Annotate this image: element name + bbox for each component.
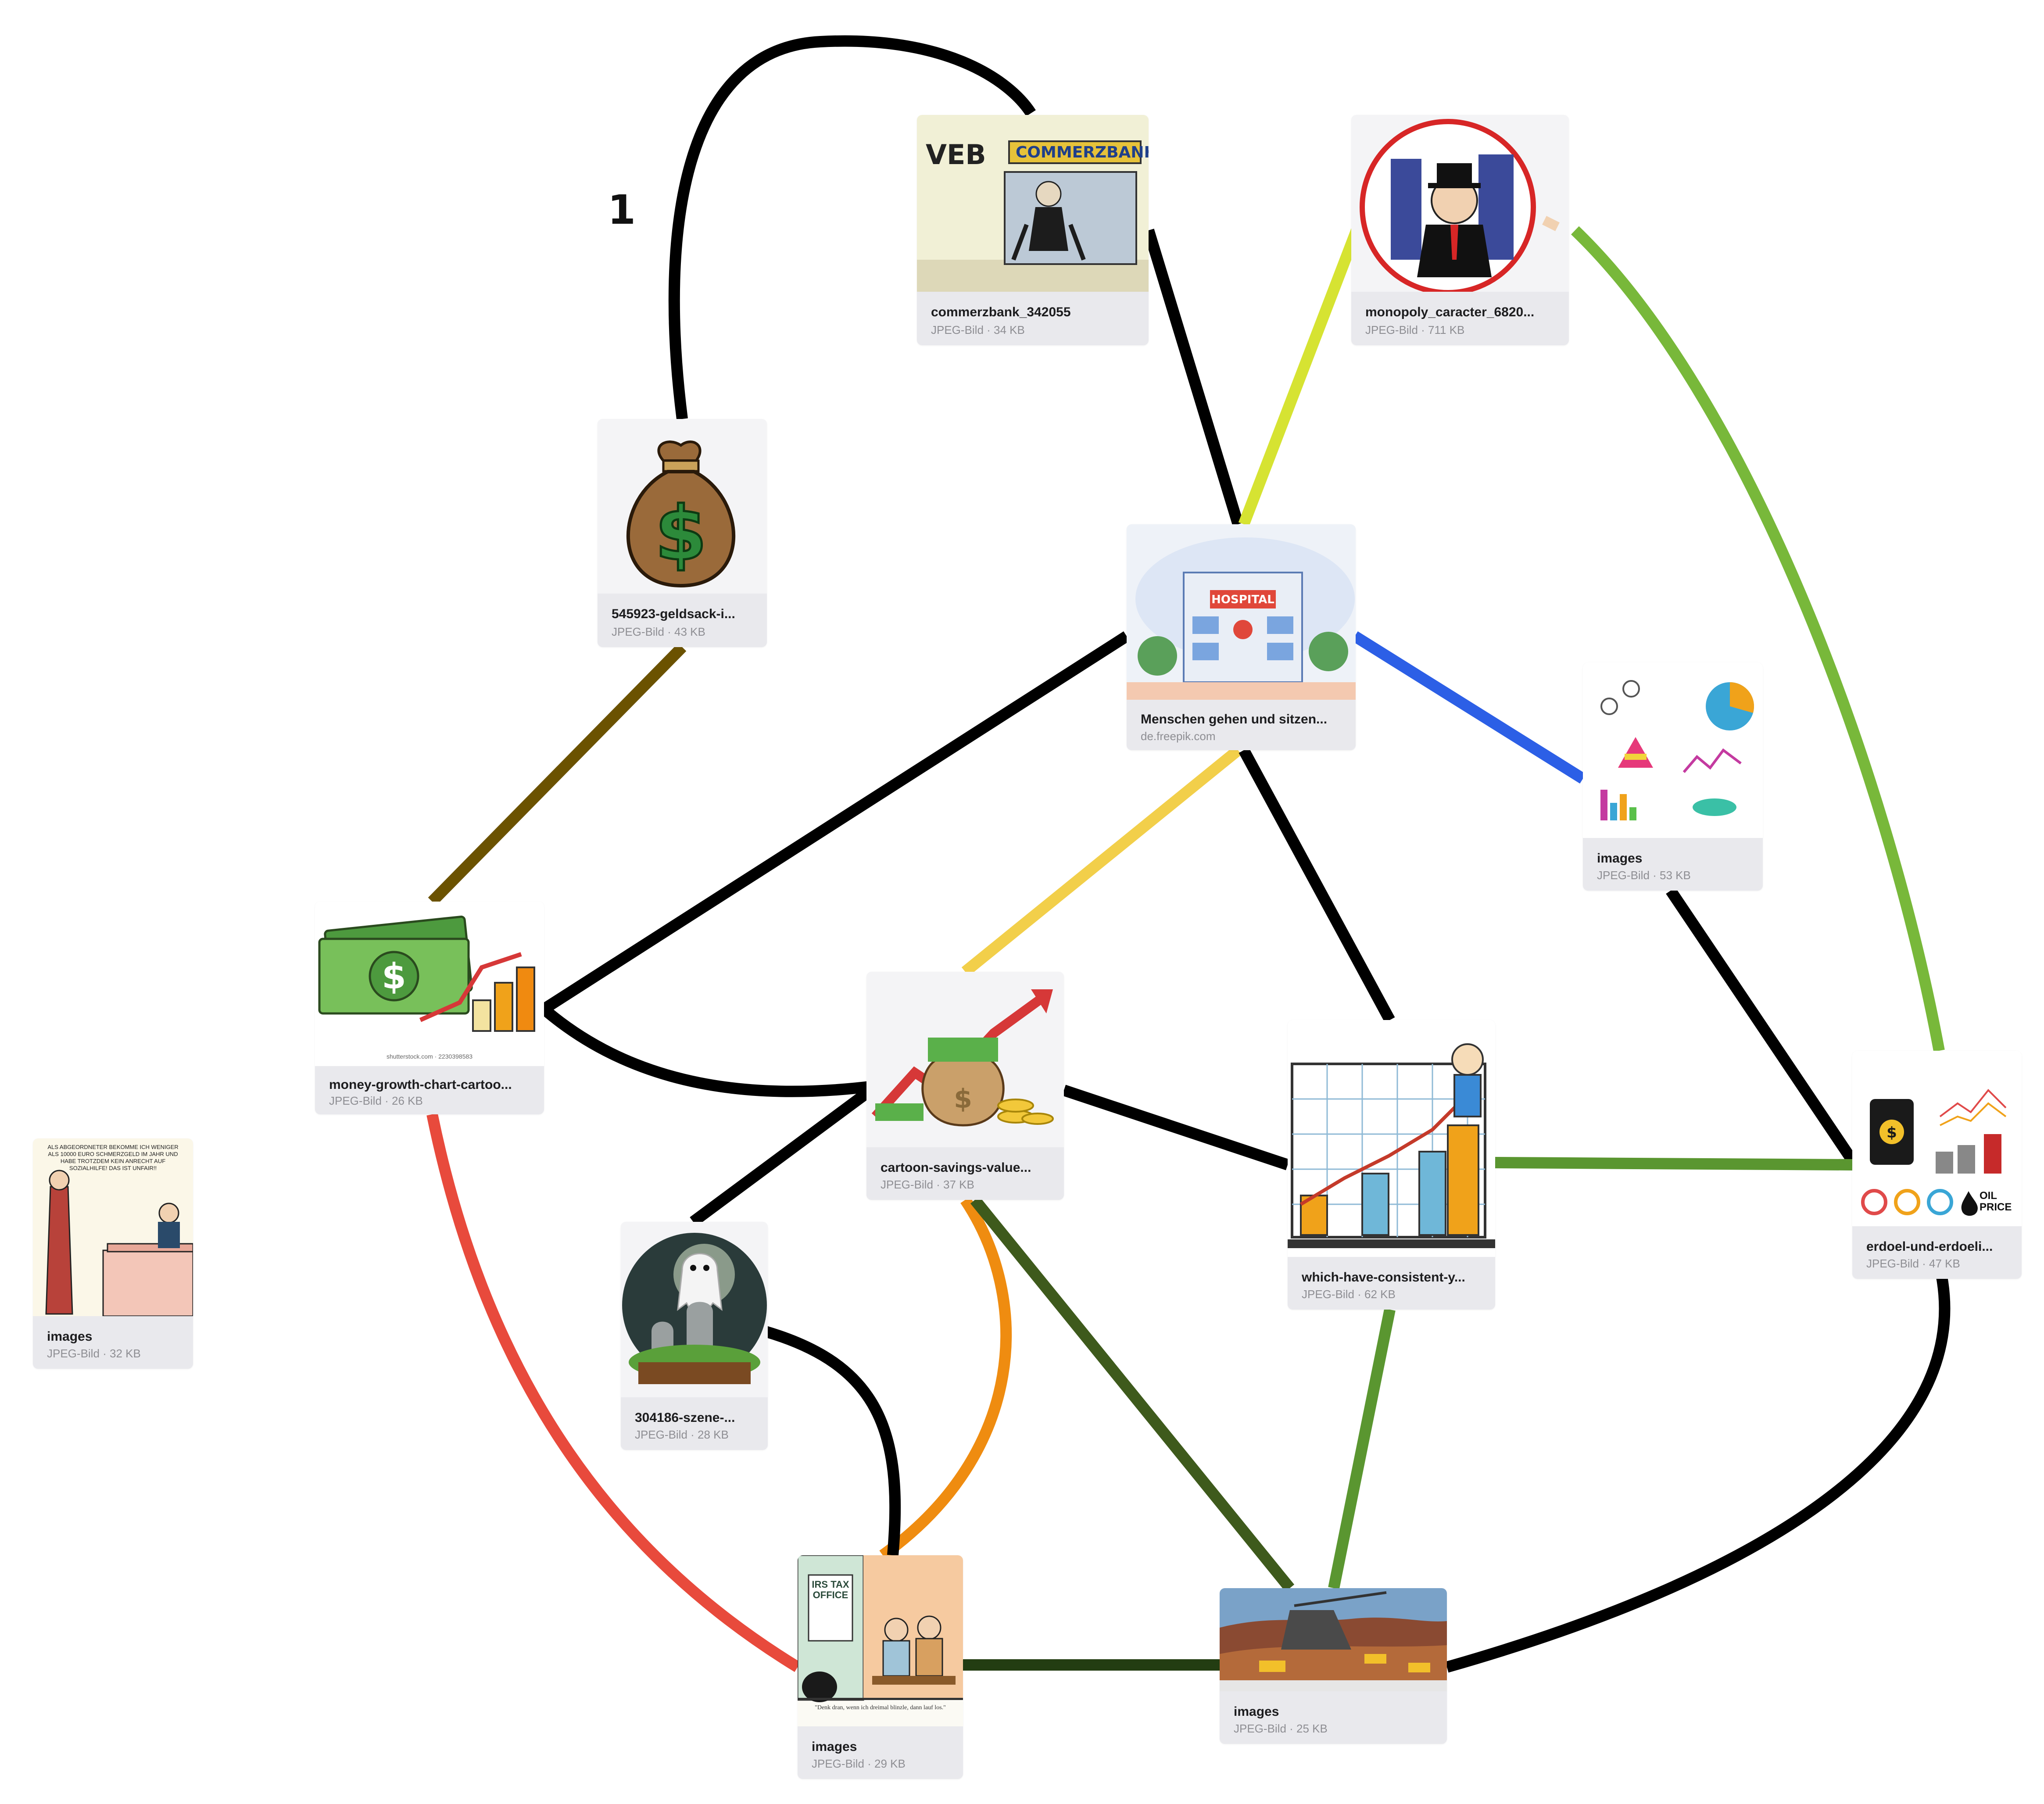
edge-charts-oil[interactable] <box>1666 887 1857 1164</box>
edge-money-growth-savings[interactable] <box>540 1005 877 1097</box>
svg-text:VEB: VEB <box>926 139 986 171</box>
irs-cartoon-icon: IRS TAX OFFICE "Denk dran, wenn ich drei… <box>798 1555 963 1726</box>
card-meta: JPEG-Bild · 53 KB <box>1597 869 1691 882</box>
thumb-text: ALS ABGEORDNETER BEKOMME ICH WENIGER ALS… <box>47 1144 179 1171</box>
image-card-geldsack[interactable]: $ 545923-geldsack-i... JPEG-Bild · 43 KB <box>598 419 767 647</box>
card-title: commerzbank_342055 <box>931 305 1071 319</box>
hospital-icon: HOSPITAL <box>1127 524 1356 700</box>
money-growth-icon: $ shutterstock.com · 2230398583 <box>315 902 544 1066</box>
card-meta: JPEG-Bild · 62 KB <box>1302 1288 1396 1301</box>
image-card-hospital[interactable]: HOSPITAL Menschen gehen und sitzen... de… <box>1127 524 1356 750</box>
card-meta: JPEG-Bild · 32 KB <box>47 1347 141 1360</box>
card-title: monopoly_caracter_6820... <box>1365 305 1535 319</box>
image-card-ghost[interactable]: 304186-szene-... JPEG-Bild · 28 KB <box>621 1222 768 1450</box>
edge-hospital-money-growth[interactable] <box>541 631 1130 1014</box>
card-meta: JPEG-Bild · 47 KB <box>1866 1257 1960 1270</box>
monopoly-man-icon <box>1351 115 1569 292</box>
svg-text:$: $ <box>1886 1124 1897 1142</box>
card-meta: JPEG-Bild · 34 KB <box>931 323 1025 336</box>
edge-monopoly-hospital[interactable] <box>1238 228 1362 526</box>
thumb-text: OIL PRICE <box>1980 1190 2012 1213</box>
canvas-marker: 1 <box>608 186 636 233</box>
card-meta: de.freepik.com <box>1141 730 1216 743</box>
edge-hospital-charts[interactable] <box>1352 631 1586 784</box>
image-card-consistent[interactable]: which-have-consistent-y... JPEG-Bild · 6… <box>1288 1020 1495 1310</box>
edge-savings-ghost[interactable] <box>690 1081 880 1227</box>
card-title: erdoel-und-erdoeli... <box>1866 1239 1993 1254</box>
thumb-caption: "Denk dran, wenn ich dreimal blinzle, da… <box>815 1704 946 1711</box>
thumb-text: IRS TAX OFFICE <box>812 1579 849 1600</box>
edge-hospital-consistent[interactable] <box>1239 747 1395 1023</box>
card-meta: JPEG-Bild · 711 KB <box>1365 323 1465 336</box>
edge-geldsack-money-growth[interactable] <box>428 643 687 906</box>
card-title: cartoon-savings-value... <box>881 1160 1031 1175</box>
mining-site-icon <box>1220 1588 1447 1691</box>
svg-text:HOSPITAL: HOSPITAL <box>1211 593 1274 606</box>
edge-savings-irs[interactable] <box>879 1196 1012 1560</box>
image-card-cartoon-left[interactable]: ALS ABGEORDNETER BEKOMME ICH WENIGER ALS… <box>33 1138 193 1369</box>
oil-price-icon: $ OIL PRICE <box>1852 1051 2022 1226</box>
edge-hospital-savings[interactable] <box>961 745 1242 977</box>
card-title: money-growth-chart-cartoo... <box>329 1077 512 1092</box>
edge-savings-consistent[interactable] <box>1062 1085 1290 1170</box>
edge-mining-oil[interactable] <box>1445 1273 1951 1673</box>
card-meta: JPEG-Bild · 26 KB <box>329 1094 423 1107</box>
edge-geldsack-commerzbank[interactable] <box>668 35 1036 420</box>
card-title: 304186-szene-... <box>635 1410 735 1425</box>
bank-cartoon-icon: COMMERZBANK VEB <box>917 115 1149 292</box>
image-card-monopoly[interactable]: monopoly_caracter_6820... JPEG-Bild · 71… <box>1351 115 1569 345</box>
infographic-icon <box>1583 662 1763 838</box>
money-bag-icon: $ <box>598 419 767 594</box>
edge-ghost-irs[interactable] <box>764 1326 901 1556</box>
office-cartoon-icon: ALS ABGEORDNETER BEKOMME ICH WENIGER ALS… <box>33 1138 193 1316</box>
edge-consistent-mining[interactable] <box>1328 1308 1396 1589</box>
card-title: images <box>1234 1704 1279 1719</box>
card-title: which-have-consistent-y... <box>1302 1270 1465 1285</box>
svg-text:$: $ <box>382 956 406 997</box>
svg-text:$: $ <box>954 1084 972 1114</box>
ghost-graveyard-icon <box>621 1222 768 1397</box>
image-card-savings[interactable]: $ cartoon-savings-value... JPEG-Bild · 3… <box>866 972 1064 1200</box>
card-title: 545923-geldsack-i... <box>612 607 735 621</box>
card-title: Menschen gehen und sitzen... <box>1141 712 1328 727</box>
card-meta: JPEG-Bild · 28 KB <box>635 1428 729 1441</box>
image-card-oil[interactable]: $ OIL PRICE erdoel-und-erdoeli... JPEG-B… <box>1852 1051 2022 1279</box>
image-card-irs[interactable]: IRS TAX OFFICE "Denk dran, wenn ich drei… <box>798 1555 963 1779</box>
card-title: images <box>812 1740 857 1754</box>
growth-chart-icon <box>1288 1020 1495 1257</box>
edge-monopoly-oil[interactable] <box>1571 226 1945 1052</box>
image-card-mining[interactable]: images JPEG-Bild · 25 KB <box>1220 1588 1447 1744</box>
svg-text:$: $ <box>655 490 707 577</box>
card-meta: JPEG-Bild · 37 KB <box>881 1178 974 1191</box>
card-meta: JPEG-Bild · 29 KB <box>812 1757 906 1770</box>
card-title: images <box>1597 851 1643 866</box>
savings-icon: $ <box>866 972 1064 1147</box>
edge-money-growth-irs[interactable] <box>426 1113 801 1672</box>
image-card-commerzbank[interactable]: COMMERZBANK VEB commerzbank_342055 JPEG-… <box>917 115 1149 345</box>
thumb-caption: shutterstock.com · 2230398583 <box>386 1053 473 1060</box>
edge-consistent-oil[interactable] <box>1495 1157 1853 1170</box>
image-card-charts[interactable]: images JPEG-Bild · 53 KB <box>1583 662 1763 891</box>
card-title: images <box>47 1329 93 1344</box>
svg-text:COMMERZBANK: COMMERZBANK <box>1016 143 1149 161</box>
card-meta: JPEG-Bild · 25 KB <box>1234 1722 1328 1735</box>
card-meta: JPEG-Bild · 43 KB <box>612 625 705 638</box>
edge-savings-mining[interactable] <box>970 1196 1295 1592</box>
edge-commerzbank-hospital[interactable] <box>1143 229 1244 526</box>
image-card-money-growth[interactable]: $ shutterstock.com · 2230398583 money-gr… <box>315 902 544 1114</box>
